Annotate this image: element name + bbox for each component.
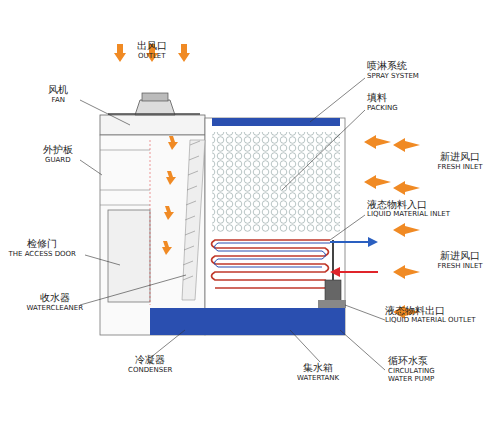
part-label: 外护板 <box>43 144 73 155</box>
part-label: PACKING <box>367 105 398 113</box>
part-label: LIQUID MATERIAL OUTLET <box>385 317 476 325</box>
part-label: CIRCULATING WATER PUMP <box>388 368 448 383</box>
part-label: 集水箱 <box>303 362 333 373</box>
part-label: FRESH INLET <box>438 263 483 271</box>
part-label: 冷凝器 <box>135 354 165 365</box>
part-label: 新进风口 <box>440 151 480 162</box>
part-label: WATERTANK <box>297 375 339 383</box>
part-label: 风机 <box>48 84 68 95</box>
part-label: SPRAY SYSTEM <box>367 73 419 81</box>
part-label: 喷淋系统 <box>367 60 407 71</box>
part-label: OUTLET <box>138 53 166 61</box>
part-label: 出风口 <box>137 40 167 51</box>
part-label: WATERCLEANER <box>27 305 84 313</box>
part-label: 液态物料出口 <box>385 305 445 316</box>
part-label: FAN <box>52 97 65 105</box>
part-label: FRESH INLET <box>438 164 483 172</box>
part-label: LIQUID MATERIAL INLET <box>367 211 450 219</box>
part-label: CONDENSER <box>128 367 172 375</box>
part-label: THE ACCESS DOOR <box>9 251 76 259</box>
part-label: 收水器 <box>40 292 70 303</box>
part-label: GUARD <box>45 157 71 165</box>
part-label: 液态物料入口 <box>367 199 427 210</box>
part-label: 填料 <box>367 92 387 103</box>
part-label: 检修门 <box>27 238 57 249</box>
part-label: 循环水泵 <box>388 355 428 366</box>
part-label: 新进风口 <box>440 250 480 261</box>
